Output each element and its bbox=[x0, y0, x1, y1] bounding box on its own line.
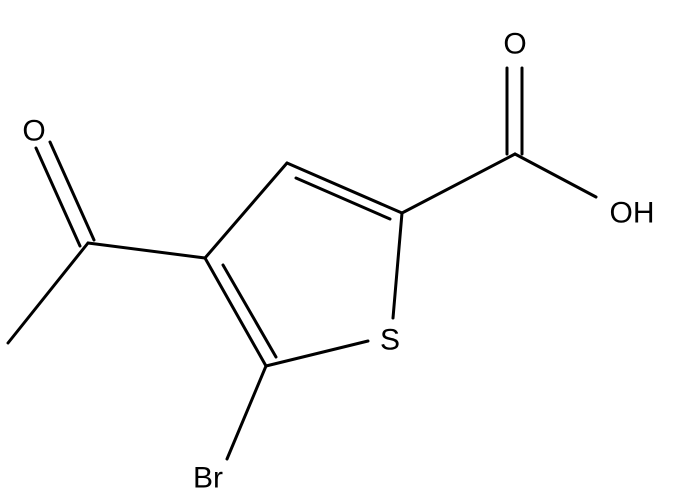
bond-c3-c2 bbox=[285, 161, 404, 215]
carbonyl-oxygen-label: O bbox=[22, 115, 45, 148]
bond-c3-c4 bbox=[203, 161, 289, 260]
bond-c5-br bbox=[225, 364, 268, 461]
bond-cooh-oh bbox=[513, 152, 598, 199]
bond-acetyl-double-o-a bbox=[34, 146, 82, 248]
bromine-label: Br bbox=[193, 462, 223, 495]
bond-c4-acetyl bbox=[86, 241, 207, 260]
bond-c4-c5 bbox=[203, 256, 268, 368]
bond-c4-c5-inner bbox=[221, 263, 278, 359]
bond-acetyl-double-o-b bbox=[48, 140, 96, 242]
bond-c2-ccooh bbox=[400, 152, 517, 215]
hydroxyl-label: OH bbox=[610, 197, 655, 230]
acid-oxygen-label: O bbox=[503, 28, 526, 61]
bond-c3-c2-inner bbox=[294, 176, 392, 221]
bond-c5-s bbox=[264, 339, 370, 368]
bond-s-c2 bbox=[391, 211, 404, 320]
bond-acetyl-methyl bbox=[6, 241, 90, 345]
sulfur-label: S bbox=[380, 324, 400, 357]
